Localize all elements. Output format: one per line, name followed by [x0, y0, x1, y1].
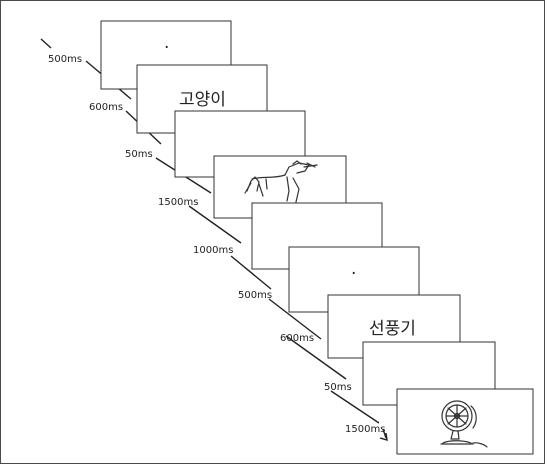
duration-label-4: 1500ms [158, 197, 198, 208]
fixation-dot: · [164, 38, 169, 58]
duration-label-5: 1000ms [193, 245, 233, 256]
duration-label-8: 50ms [324, 382, 352, 393]
timeline [40, 38, 388, 441]
fan-drawing-icon [440, 400, 488, 448]
horse-drawing-icon [244, 160, 318, 203]
duration-label-6: 500ms [238, 290, 272, 301]
duration-label-1: 500ms [48, 54, 82, 65]
duration-label-2: 600ms [89, 102, 123, 113]
duration-label-7: 600ms [280, 333, 314, 344]
frame-9 [396, 388, 534, 455]
word-stimulus-1: 고양이 [179, 90, 226, 110]
duration-label-9: 1500ms [345, 424, 385, 435]
fixation-dot: · [351, 264, 356, 284]
duration-label-3: 50ms [125, 149, 153, 160]
word-stimulus-2: 선풍기 [369, 319, 416, 339]
